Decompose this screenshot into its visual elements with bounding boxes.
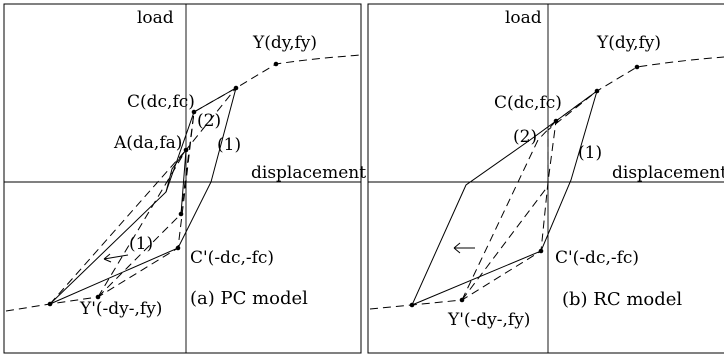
pc-inner-loop bbox=[165, 149, 187, 193]
pc-cross-path bbox=[49, 149, 187, 305]
pc-caption: (a) PC model bbox=[190, 288, 308, 309]
pc-point-unload bbox=[178, 211, 184, 217]
rc-point-yn-outer bbox=[409, 302, 415, 308]
panel-pc-frame bbox=[3, 3, 362, 354]
rc-label-y: Y(dy,fy) bbox=[596, 33, 661, 53]
rc-point-peak bbox=[594, 88, 600, 94]
panel-pc-model: load displacement Y(dy,fy) C(dc,fc) A(da… bbox=[3, 3, 366, 354]
rc-path-2 bbox=[461, 90, 598, 301]
pc-label-cn: C'(-dc,-fc) bbox=[190, 248, 274, 268]
pc-point-y bbox=[273, 61, 279, 67]
pc-displacement-label: displacement bbox=[251, 163, 366, 183]
pc-label-y: Y(dy,fy) bbox=[252, 33, 317, 53]
pc-point-a bbox=[183, 147, 189, 153]
pc-label-path-1-lower: (1) bbox=[129, 234, 153, 254]
rc-skeleton-curve bbox=[369, 56, 724, 310]
pc-direction-arrow bbox=[103, 253, 129, 263]
pc-point-cn bbox=[175, 245, 181, 251]
rc-point-cn bbox=[538, 248, 544, 254]
rc-point-c bbox=[553, 118, 559, 124]
rc-point-yn bbox=[459, 297, 465, 303]
pc-unload-segment bbox=[180, 149, 187, 215]
pc-label-c: C(dc,fc) bbox=[127, 92, 195, 112]
pc-load-label: load bbox=[137, 8, 174, 28]
panel-rc-frame bbox=[367, 3, 724, 354]
rc-outer-loop bbox=[411, 90, 598, 306]
panel-rc-model: load displacement Y(dy,fy) C(dc,fc) (2) … bbox=[367, 3, 724, 354]
rc-reload-path bbox=[461, 120, 557, 301]
rc-label-path-1: (1) bbox=[578, 143, 602, 163]
rc-label-cn: C'(-dc,-fc) bbox=[555, 248, 639, 268]
pc-point-yn-outer bbox=[47, 301, 53, 307]
rc-point-y bbox=[634, 64, 640, 70]
rc-load-label: load bbox=[505, 8, 542, 28]
pc-point-peak bbox=[233, 85, 239, 91]
pc-label-yn: Y'(-dy-,fy) bbox=[79, 299, 162, 319]
rc-caption: (b) RC model bbox=[562, 289, 682, 310]
rc-direction-arrow bbox=[453, 242, 475, 254]
pc-label-path-1-upper: (1) bbox=[217, 135, 241, 155]
pc-label-path-2: (2) bbox=[197, 111, 221, 131]
pc-point-yn bbox=[95, 294, 101, 300]
rc-displacement-label: displacement bbox=[612, 163, 724, 183]
rc-label-yn: Y'(-dy-,fy) bbox=[447, 310, 530, 330]
rc-label-c: C(dc,fc) bbox=[494, 93, 562, 113]
pc-label-a: A(da,fa) bbox=[113, 133, 182, 153]
rc-label-path-2: (2) bbox=[513, 127, 537, 147]
pc-skeleton-curve bbox=[5, 54, 362, 312]
pc-point-c bbox=[191, 109, 197, 115]
